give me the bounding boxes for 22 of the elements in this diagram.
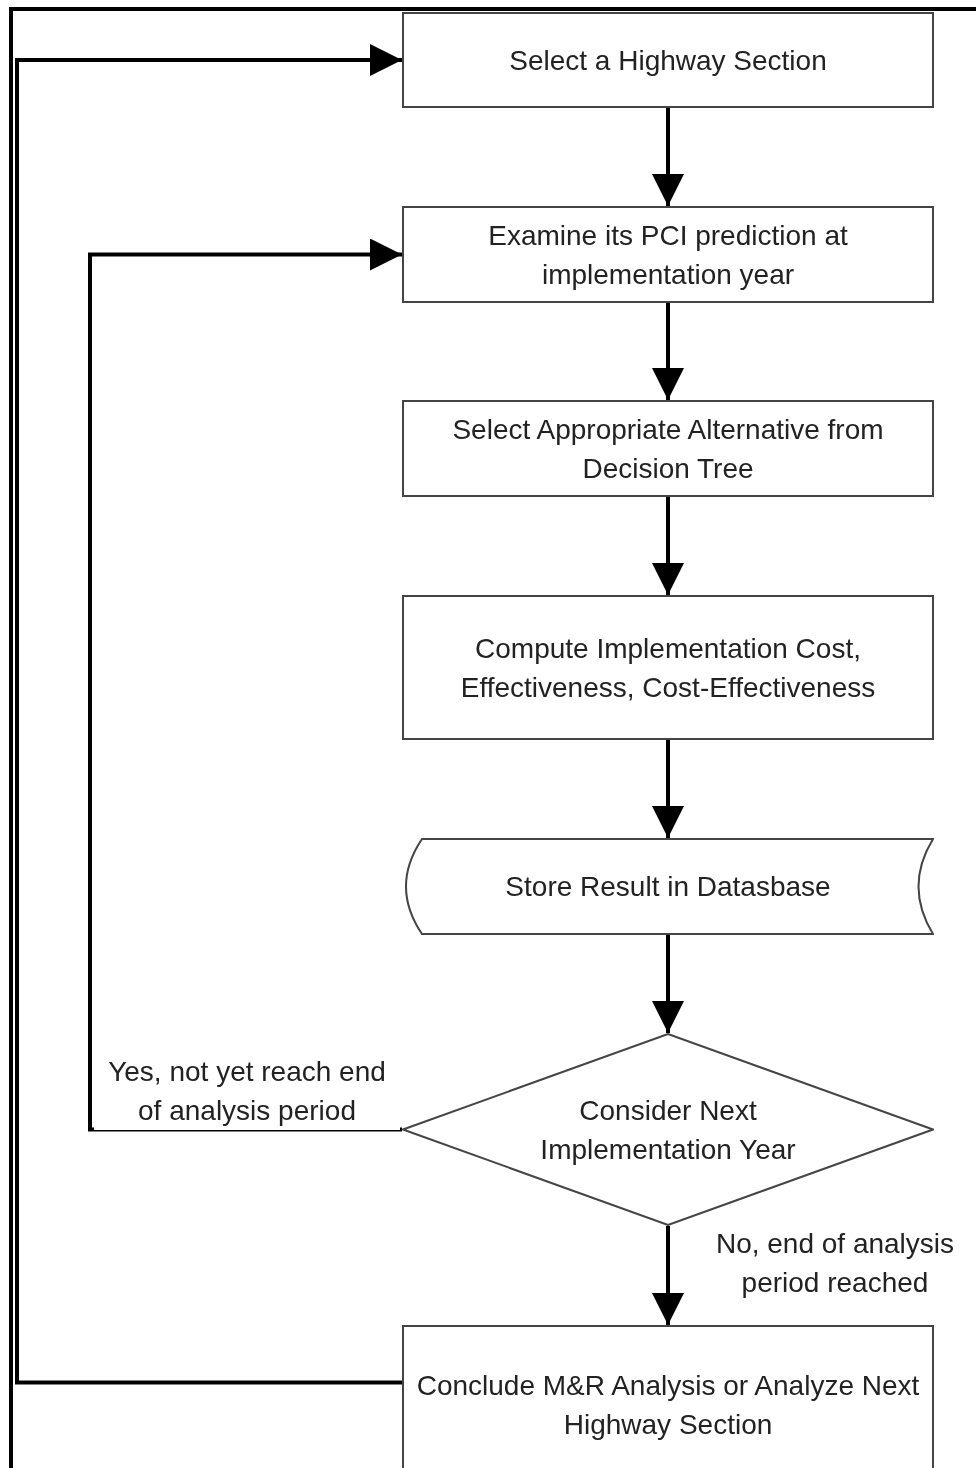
arrow: [88, 238, 402, 1132]
arrow: [652, 108, 684, 206]
box-text: Select a Highway Section: [509, 43, 827, 78]
arrow: [652, 1226, 684, 1325]
arrow: [15, 44, 402, 1385]
box-text: Conclude M&R Analysis or Analyze Next Highway Section: [415, 1369, 921, 1442]
arrow: [652, 303, 684, 400]
process-box: [402, 400, 934, 497]
process-box: [402, 206, 934, 303]
box-text: Select Appropriate Alternative from Decision Tree: [451, 412, 885, 486]
process-box: [402, 1325, 934, 1468]
process-box: [402, 595, 934, 740]
process-box: [402, 12, 934, 108]
box-text: Compute Implementation Cost, Effectiveness, Cost-Effectiveness: [459, 631, 877, 705]
arrow: [652, 497, 684, 595]
box-text: Consider Next Implementation Year: [539, 1093, 797, 1167]
arrow: [652, 740, 684, 838]
box-text: Store Result in Datasbase: [505, 870, 831, 904]
stored-data-shape: [402, 838, 934, 935]
arrow: [652, 935, 684, 1033]
box-text: Examine its PCI prediction at implementation year: [487, 218, 849, 292]
decision-diamond: [402, 1033, 934, 1226]
